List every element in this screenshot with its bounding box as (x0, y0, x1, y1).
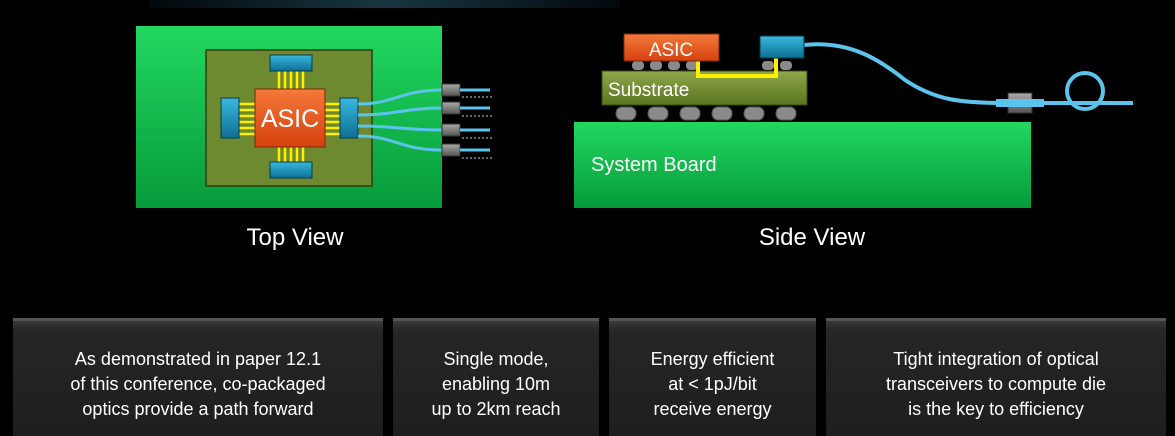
side-micro-bumps (632, 61, 792, 70)
info-box-single-mode-text: Single mode, enabling 10m up to 2km reac… (431, 349, 561, 419)
top-fiber-connectors (441, 83, 461, 157)
top-optical-engine-bottom (269, 161, 313, 179)
info-box-single-mode: Single mode, enabling 10m up to 2km reac… (393, 318, 599, 436)
side-trace (696, 58, 778, 78)
side-connector-sleeve (996, 99, 1044, 107)
top-fiber-dashes (462, 96, 492, 159)
info-box-integration: Tight integration of optical transceiver… (826, 318, 1166, 436)
side-board-label: System Board (591, 154, 717, 176)
top-fiber-tails (460, 88, 490, 152)
info-box-energy: Energy efficient at < 1pJ/bit receive en… (609, 318, 816, 436)
side-fiber (802, 42, 1133, 105)
info-box-energy-text: Energy efficient at < 1pJ/bit receive en… (650, 349, 775, 419)
top-fibers (357, 88, 443, 152)
top-asic-label: ASIC (261, 105, 319, 133)
side-system-board (574, 122, 1031, 208)
top-optical-engine-top (269, 54, 313, 72)
side-optical-engine (759, 35, 805, 59)
side-asic-label: ASIC (649, 40, 693, 61)
top-asic-chip (254, 88, 326, 148)
co-packaged-optics-diagram: ASIC (136, 26, 1133, 208)
side-view-caption: Side View (758, 224, 866, 251)
top-optical-engine-right (339, 97, 359, 139)
info-box-paper: As demonstrated in paper 12.1 of this co… (13, 318, 383, 436)
info-box-paper-text: As demonstrated in paper 12.1 of this co… (70, 349, 326, 419)
top-traces (238, 70, 341, 162)
top-view: ASIC (136, 26, 492, 208)
top-banner-glow (150, 0, 620, 8)
info-box-integration-text: Tight integration of optical transceiver… (885, 349, 1107, 419)
side-solder-balls (615, 106, 797, 121)
top-optical-engine-left (220, 97, 240, 139)
side-asic-chip (623, 33, 720, 62)
side-view: System Board Substrate ASIC (574, 33, 1133, 208)
side-fiber-loop (1065, 71, 1105, 111)
top-view-caption: Top View (246, 224, 344, 251)
side-substrate-label: Substrate (608, 80, 689, 101)
info-box-row: As demonstrated in paper 12.1 of this co… (0, 318, 1175, 436)
